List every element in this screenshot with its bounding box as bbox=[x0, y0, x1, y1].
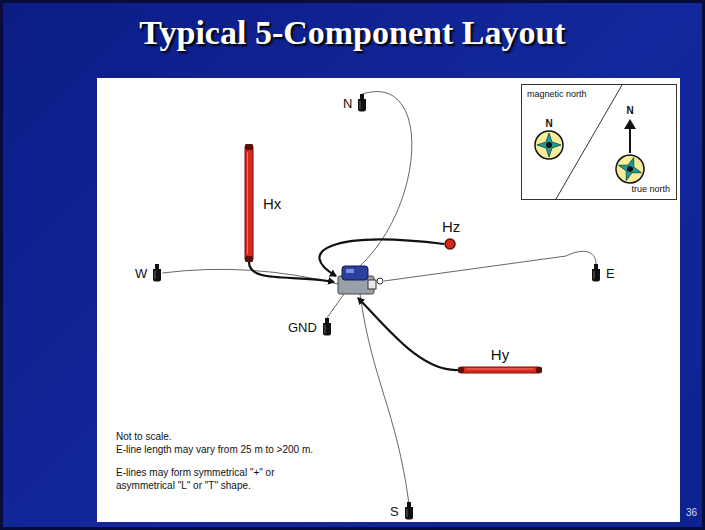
electric-wire bbox=[327, 294, 344, 318]
coil-cap bbox=[245, 144, 253, 150]
north-arrow bbox=[629, 125, 631, 153]
inset-caption: magnetic north bbox=[527, 89, 587, 100]
slide-title: Typical 5-Component Layout bbox=[0, 14, 705, 52]
electrode-label: N bbox=[343, 96, 352, 111]
electrode-label: S bbox=[390, 504, 399, 519]
compass-rose bbox=[535, 131, 563, 159]
electrode-shine bbox=[594, 271, 595, 279]
coil-cap bbox=[458, 367, 464, 373]
recorder-panel bbox=[346, 269, 354, 273]
electrode-symbol bbox=[152, 264, 162, 282]
magnetometer-coil bbox=[244, 144, 254, 262]
compass-rose bbox=[612, 151, 647, 186]
electrode-symbol bbox=[404, 502, 414, 520]
note-text: E-line length may vary from 25 m to >200… bbox=[116, 443, 313, 456]
compass-north-letter: N bbox=[545, 118, 552, 129]
electrode-cap bbox=[155, 264, 159, 269]
electrode-label: E bbox=[606, 266, 615, 281]
electrode-symbol bbox=[322, 318, 332, 336]
compass-star bbox=[537, 133, 561, 157]
coil-body bbox=[458, 367, 542, 373]
note-block: Not to scale.E-line length may vary from… bbox=[116, 430, 313, 492]
electrode-shine bbox=[324, 325, 325, 333]
coil-cap bbox=[536, 367, 542, 373]
electrode-label: W bbox=[135, 266, 147, 281]
magnetic-cable bbox=[319, 240, 444, 276]
electrode-pot bbox=[358, 99, 366, 112]
electrode-symbol bbox=[357, 94, 367, 112]
compass-hub bbox=[546, 142, 552, 148]
electrode-symbol bbox=[591, 264, 601, 282]
electrode-pot bbox=[405, 507, 413, 520]
electrode-cap bbox=[594, 264, 598, 269]
compass-star bbox=[615, 154, 645, 184]
coil-hz: Hz bbox=[442, 218, 460, 250]
inset-caption: true north bbox=[631, 184, 670, 195]
page-number: 36 bbox=[686, 507, 697, 518]
electrode-south: S bbox=[390, 502, 414, 520]
electrode-pot bbox=[153, 269, 161, 282]
note-text: Not to scale. bbox=[116, 430, 313, 443]
magnetic-cable bbox=[358, 298, 458, 370]
electric-wire bbox=[384, 251, 596, 281]
electrode-pot bbox=[592, 269, 600, 282]
divider-line bbox=[556, 85, 622, 199]
recorder-lid bbox=[342, 266, 368, 280]
recorder-gps bbox=[377, 278, 383, 284]
magnetometer-coil bbox=[458, 366, 542, 374]
electrode-cap bbox=[360, 94, 364, 99]
electrode-cap bbox=[407, 502, 411, 507]
note-text: E-lines may form symmetrical "+" or asym… bbox=[116, 466, 296, 492]
electric-wire bbox=[162, 269, 338, 284]
coil-label: Hx bbox=[263, 195, 281, 212]
coil-label: Hz bbox=[442, 218, 460, 235]
coil-hx: Hx bbox=[244, 144, 281, 262]
north-inset-box: magnetic northN Ntrue north bbox=[521, 84, 677, 200]
north-arrow-head bbox=[624, 119, 636, 129]
coil-body bbox=[245, 144, 253, 262]
coil-hy: Hy bbox=[458, 346, 542, 374]
compass-ring bbox=[535, 131, 563, 159]
compass-north-letter: N bbox=[626, 105, 633, 116]
recorder-connector bbox=[368, 280, 376, 289]
compass-drawing bbox=[522, 85, 676, 199]
vertical-coil-top bbox=[444, 238, 456, 250]
electrode-west: W bbox=[135, 264, 162, 282]
coil-cap bbox=[245, 256, 253, 262]
electrode-cap bbox=[325, 318, 329, 323]
electrode-pot bbox=[323, 323, 331, 336]
electrode-east: E bbox=[591, 264, 615, 282]
coil-shine bbox=[247, 152, 248, 254]
electrode-ground: GND bbox=[288, 318, 332, 336]
electrode-north: N bbox=[343, 94, 367, 112]
coil-dot bbox=[445, 239, 455, 249]
coil-shine bbox=[466, 369, 534, 370]
coil-label: Hy bbox=[491, 346, 509, 363]
electrode-shine bbox=[406, 509, 407, 517]
electrode-shine bbox=[155, 271, 156, 279]
electrode-shine bbox=[360, 101, 361, 109]
compass-ring bbox=[612, 151, 647, 186]
electrode-label: GND bbox=[288, 320, 317, 335]
compass-hub bbox=[626, 165, 634, 173]
recorder-symbol bbox=[338, 266, 383, 294]
